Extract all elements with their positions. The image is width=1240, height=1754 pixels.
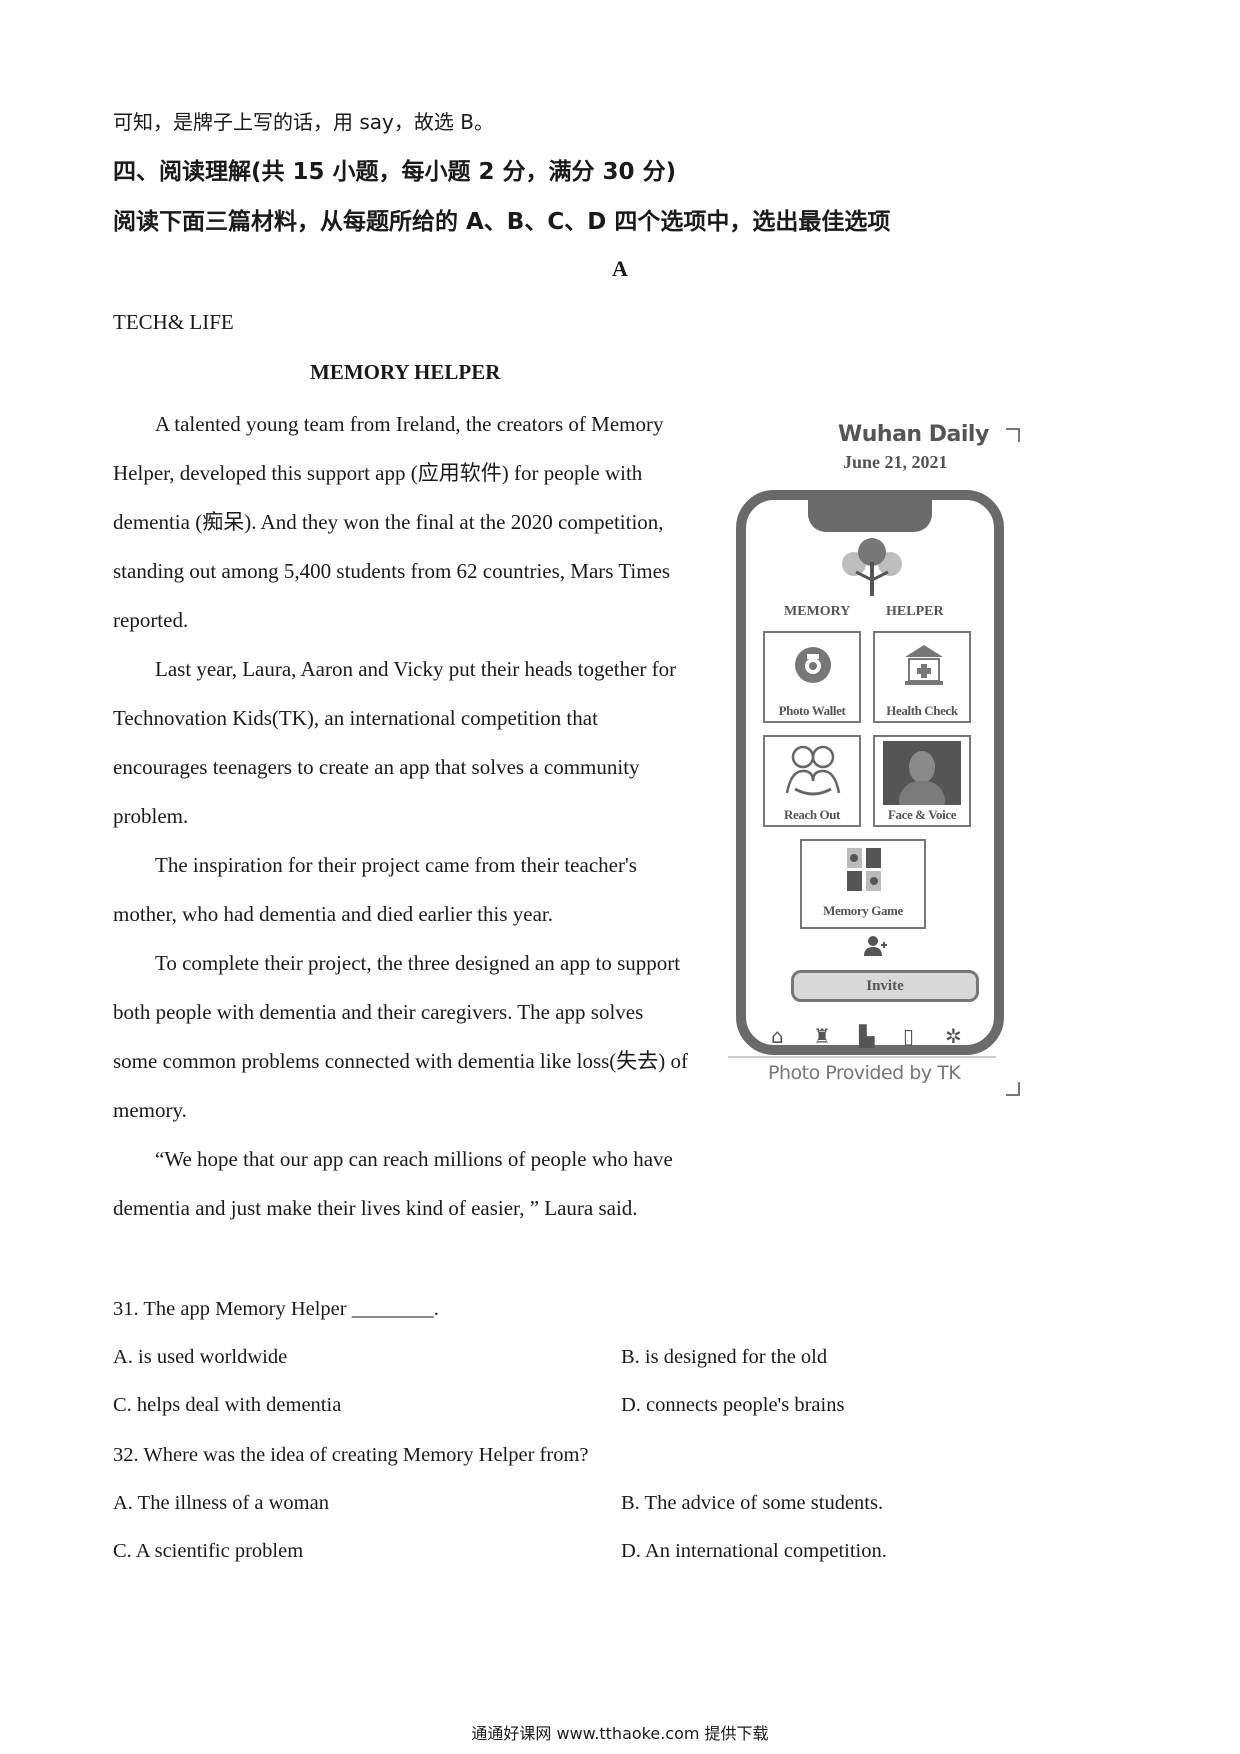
crop-corner-top — [1006, 428, 1020, 442]
paragraph-2: Last year, Laura, Aaron and Vicky put th… — [113, 657, 677, 828]
passage-letter: A — [612, 256, 628, 281]
caption-rule — [728, 1056, 996, 1058]
portrait-photo — [883, 741, 961, 805]
tile-photo-wallet[interactable]: Photo Wallet — [763, 631, 861, 723]
tile-memory-game[interactable]: Memory Game — [800, 839, 926, 929]
phone-icon[interactable]: ▯ — [903, 1024, 915, 1048]
tile-face-voice[interactable]: Face & Voice — [873, 735, 971, 827]
gear-icon[interactable]: ✲ — [945, 1024, 962, 1048]
tile-health-check[interactable]: Health Check — [873, 631, 971, 723]
option-d[interactable]: D. An international competition. — [621, 1540, 887, 1562]
tile-label: Health Check — [886, 703, 958, 718]
people-icon — [785, 745, 841, 796]
phone-frame: MEMORY HELPER Photo Wallet Health Check — [736, 490, 1004, 1055]
question-31-stem: 31. The app Memory Helper ________. — [113, 1298, 439, 1320]
option-c[interactable]: C. helps deal with dementia — [113, 1394, 342, 1416]
paragraph-4: To complete their project, the three des… — [113, 951, 689, 1122]
home-icon[interactable]: ⌂ — [771, 1024, 784, 1048]
article-title: MEMORY HELPER — [310, 360, 501, 384]
intro-line: 可知，是牌子上写的话，用 say，故选 B。 — [113, 110, 494, 134]
invite-button[interactable]: Invite — [791, 970, 979, 1002]
page-footer: 通通好课网 www.tthaoke.com 提供下载 — [471, 1724, 769, 1743]
option-c[interactable]: C. A scientific problem — [113, 1540, 304, 1562]
bottom-nav: ⌂ ♜ ▙ ▯ ✲ — [771, 1024, 971, 1048]
paragraph-1: A talented young team from Ireland, the … — [113, 412, 671, 632]
tile-label: Memory Game — [823, 903, 903, 918]
tile-label: Photo Wallet — [778, 703, 846, 718]
hospital-icon — [905, 645, 943, 685]
option-a[interactable]: A. is used worldwide — [113, 1346, 288, 1368]
crop-corner-bottom — [1006, 1082, 1020, 1096]
newspaper-date: June 21, 2021 — [843, 452, 948, 472]
brand-helper: HELPER — [886, 604, 944, 619]
option-d[interactable]: D. connects people's brains — [621, 1394, 845, 1416]
section-heading: 四、阅读理解(共 15 小题，每小题 2 分，满分 30 分) — [113, 159, 677, 185]
column-label: TECH& LIFE — [113, 310, 234, 334]
question-32-stem: 32. Where was the idea of creating Memor… — [113, 1444, 589, 1466]
cards-icon — [847, 848, 881, 891]
brand-memory: MEMORY — [784, 604, 851, 619]
option-b[interactable]: B. is designed for the old — [621, 1346, 828, 1368]
instructions: 阅读下面三篇材料，从每题所给的 A、B、C、D 四个选项中，选出最佳选项 — [113, 209, 891, 235]
photo-credit: Photo Provided by TK — [768, 1062, 961, 1084]
newspaper-name: Wuhan Daily — [838, 422, 989, 447]
paragraph-5: “We hope that our app can reach millions… — [113, 1147, 673, 1220]
app-photo-figure: Wuhan Daily June 21, 2021 MEMORY HELPER … — [728, 422, 1020, 1098]
tile-reach-out[interactable]: Reach Out — [763, 735, 861, 827]
paragraph-3: The inspiration for their project came f… — [113, 853, 637, 926]
document-icon[interactable]: ▙ — [859, 1024, 875, 1048]
add-person-icon[interactable] — [863, 934, 887, 958]
option-a[interactable]: A. The illness of a woman — [113, 1492, 329, 1514]
camera-icon — [795, 647, 831, 683]
shirt-icon[interactable]: ♜ — [813, 1024, 831, 1048]
tree-logo-icon — [842, 538, 902, 596]
phone-notch — [808, 498, 932, 532]
tile-label: Face & Voice — [887, 807, 957, 822]
tile-label: Reach Out — [784, 807, 840, 822]
option-b[interactable]: B. The advice of some students. — [621, 1492, 884, 1514]
